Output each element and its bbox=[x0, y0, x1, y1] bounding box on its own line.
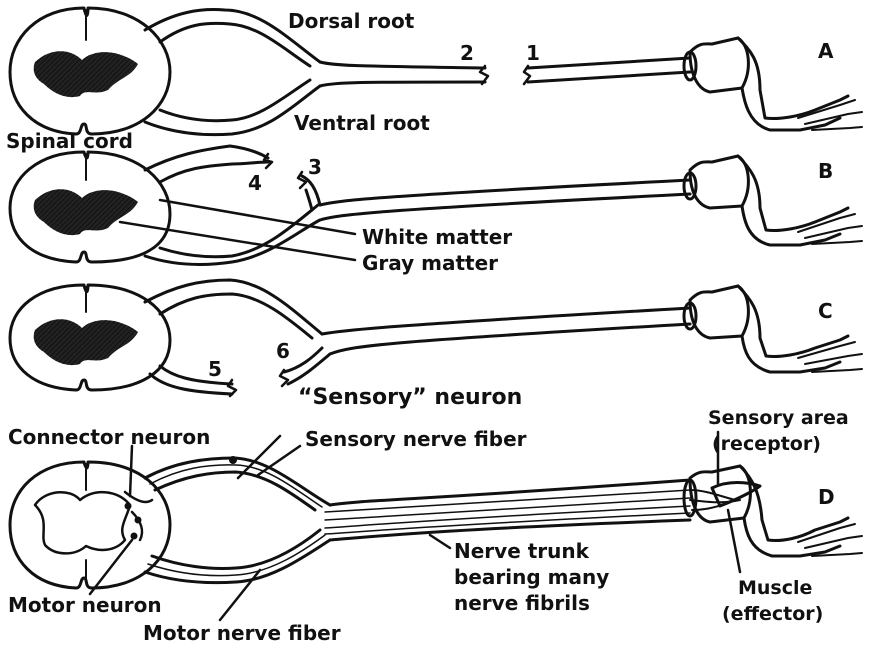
label-leaders-d bbox=[90, 432, 740, 620]
label-white-matter: White matter bbox=[362, 225, 512, 249]
matter-leaders bbox=[120, 200, 355, 260]
label-sensory-area-2: (receptor) bbox=[712, 433, 821, 455]
panel-c bbox=[10, 280, 862, 396]
nerve-roots-c bbox=[145, 280, 690, 396]
limb-b bbox=[684, 156, 862, 245]
label-muscle-1: Muscle bbox=[738, 577, 812, 599]
panel-letter-a: A bbox=[818, 39, 834, 63]
label-sensory-neuron: “Sensory” neuron bbox=[298, 385, 522, 410]
label-motor-nerve-fiber: Motor nerve fiber bbox=[143, 621, 341, 645]
label-gray-matter: Gray matter bbox=[362, 251, 498, 275]
cut-number-3: 3 bbox=[308, 155, 322, 179]
label-sensory-nerve-fiber: Sensory nerve fiber bbox=[305, 427, 527, 451]
panel-letter-b: B bbox=[818, 159, 833, 183]
spinal-cord-d bbox=[10, 462, 170, 588]
cut-number-5: 5 bbox=[208, 357, 222, 381]
connector-neuron-d bbox=[125, 492, 153, 540]
panel-d bbox=[10, 432, 862, 620]
label-nerve-trunk-3: nerve fibrils bbox=[454, 591, 590, 615]
distal-nerve-a bbox=[524, 58, 690, 84]
cut-number-6: 6 bbox=[276, 339, 290, 363]
label-nerve-trunk-1: Nerve trunk bbox=[454, 539, 590, 563]
limb-c bbox=[684, 286, 862, 372]
cut-number-1: 1 bbox=[526, 41, 540, 65]
label-spinal-cord: Spinal cord bbox=[6, 129, 133, 153]
label-muscle-2: (effector) bbox=[722, 603, 823, 625]
panel-a bbox=[10, 8, 862, 135]
limb-d bbox=[684, 466, 862, 556]
label-dorsal-root: Dorsal root bbox=[288, 9, 415, 33]
label-ventral-root: Ventral root bbox=[294, 111, 430, 135]
labels: Dorsal root Ventral root Spinal cord Whi… bbox=[6, 9, 849, 645]
cut-number-4: 4 bbox=[248, 171, 262, 195]
cut-number-2: 2 bbox=[460, 41, 474, 65]
panel-letter-c: C bbox=[818, 299, 833, 323]
limb-a bbox=[684, 38, 862, 130]
spinal-cord-a bbox=[10, 8, 170, 134]
panel-letter-d: D bbox=[818, 485, 835, 509]
label-nerve-trunk-2: bearing many bbox=[454, 565, 609, 589]
label-connector-neuron: Connector neuron bbox=[8, 425, 210, 449]
nerve-roots-d bbox=[145, 456, 690, 583]
label-sensory-area-1: Sensory area bbox=[708, 407, 849, 429]
label-motor-neuron: Motor neuron bbox=[8, 593, 162, 617]
